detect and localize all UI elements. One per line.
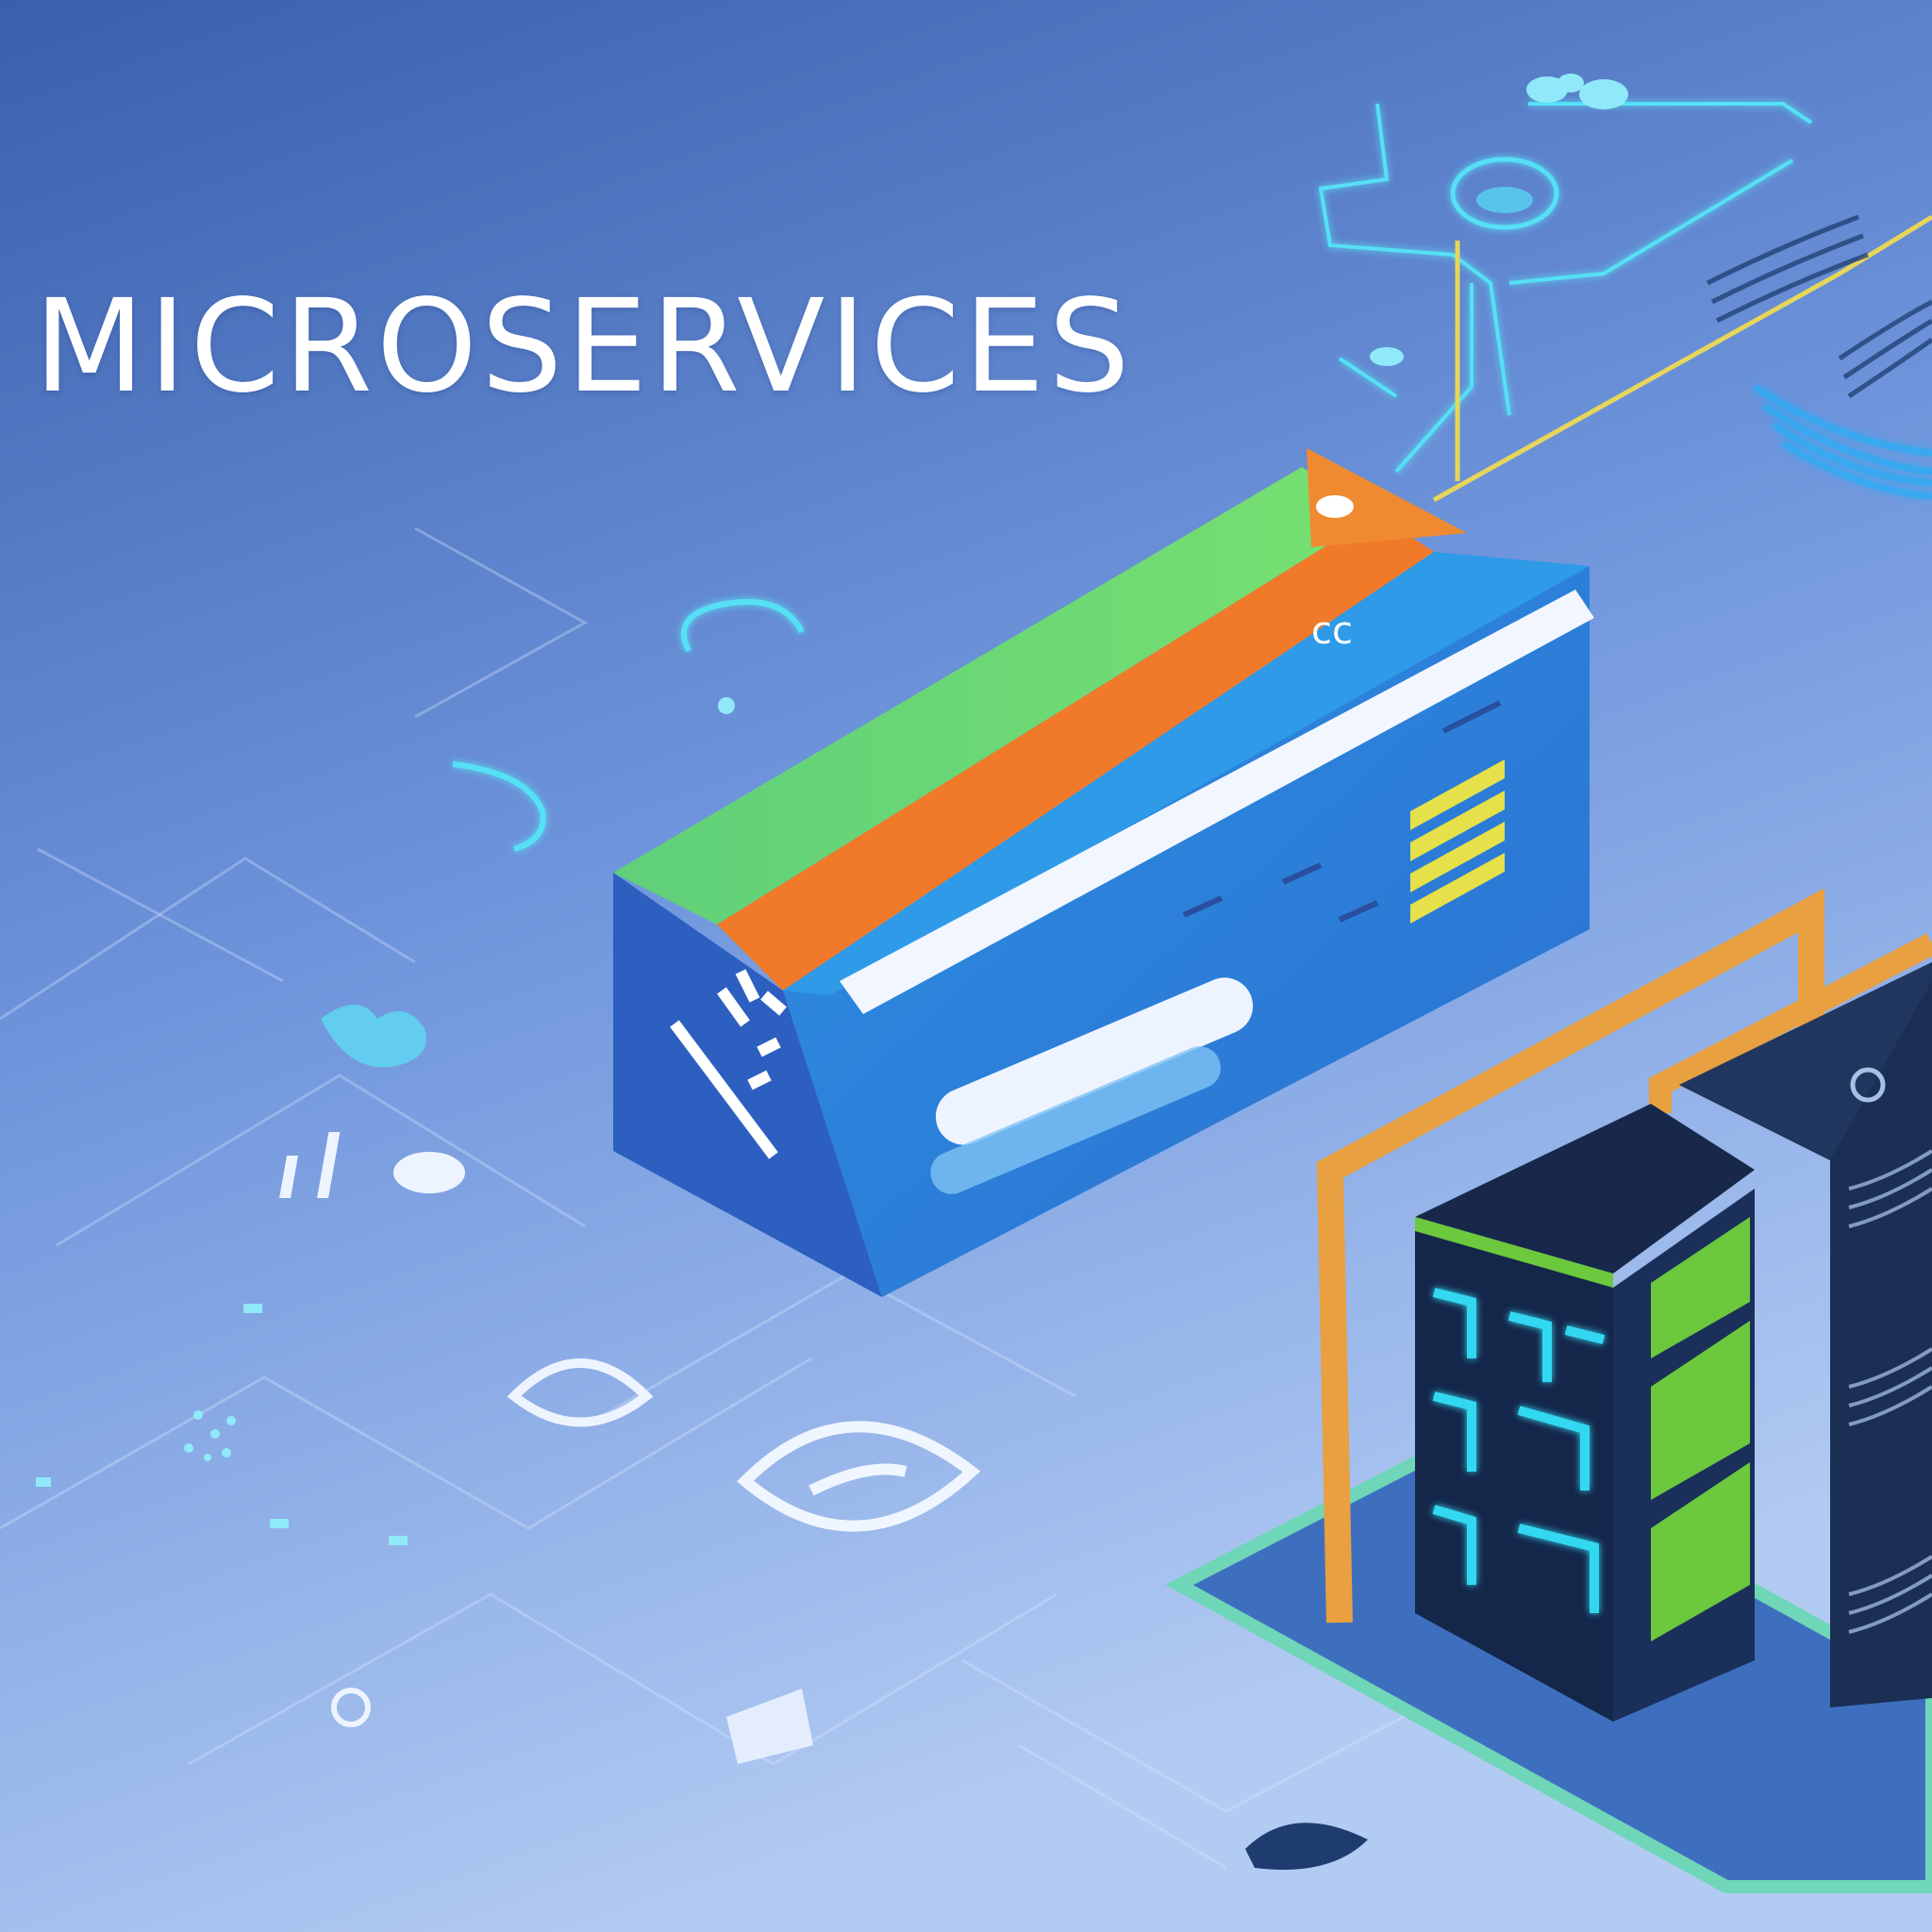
eye-icon-large: [737, 1421, 981, 1532]
page-title: MICROSERVICES: [34, 273, 1134, 422]
svg-text:ϲϲ: ϲϲ: [1311, 609, 1353, 653]
circuit-lines-yellow: [1432, 214, 1932, 503]
fan-lines: [1753, 384, 1932, 500]
sparkle-cluster: [184, 1410, 236, 1461]
eye-icon: [507, 1358, 654, 1427]
wing-icon: [1245, 1823, 1368, 1870]
server-stack: [1165, 888, 1932, 1893]
signal-icon: [279, 1132, 465, 1198]
cloud-icon: [1450, 157, 1559, 230]
logo-icon: [670, 969, 787, 1159]
chart-icon: [726, 1689, 813, 1764]
gear-icon: [321, 1005, 426, 1068]
service-box: ϲϲ: [613, 448, 1594, 1297]
link-icon: [452, 599, 805, 852]
target-icon: [331, 1688, 371, 1727]
fingerprint-icon: [1706, 214, 1932, 399]
cloud-icon-small: [1526, 74, 1628, 109]
